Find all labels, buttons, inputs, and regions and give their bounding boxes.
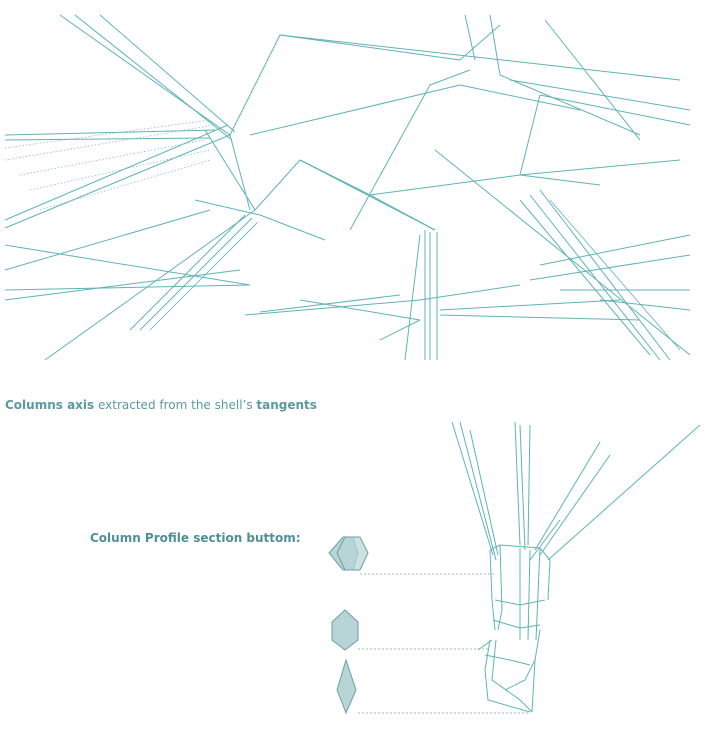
profile-shape-hexagon (331, 609, 359, 651)
shell-lines (4, 14, 691, 361)
profile-title: Column Profile section buttom: (90, 531, 301, 545)
profile-shape-double-hexagon-b (336, 536, 369, 571)
caption-text: extracted from the shell’s (94, 398, 257, 412)
caption-highlight-1: Columns axis (5, 398, 95, 412)
shell-wireframe (4, 14, 691, 361)
column-wireframe (451, 421, 701, 713)
column-profile-diagram (328, 421, 701, 715)
profile-shape-diamond (336, 658, 357, 715)
caption-highlight-2: tangents (256, 398, 317, 412)
columns-caption: Columns axis extracted from the shell’s … (5, 398, 317, 412)
